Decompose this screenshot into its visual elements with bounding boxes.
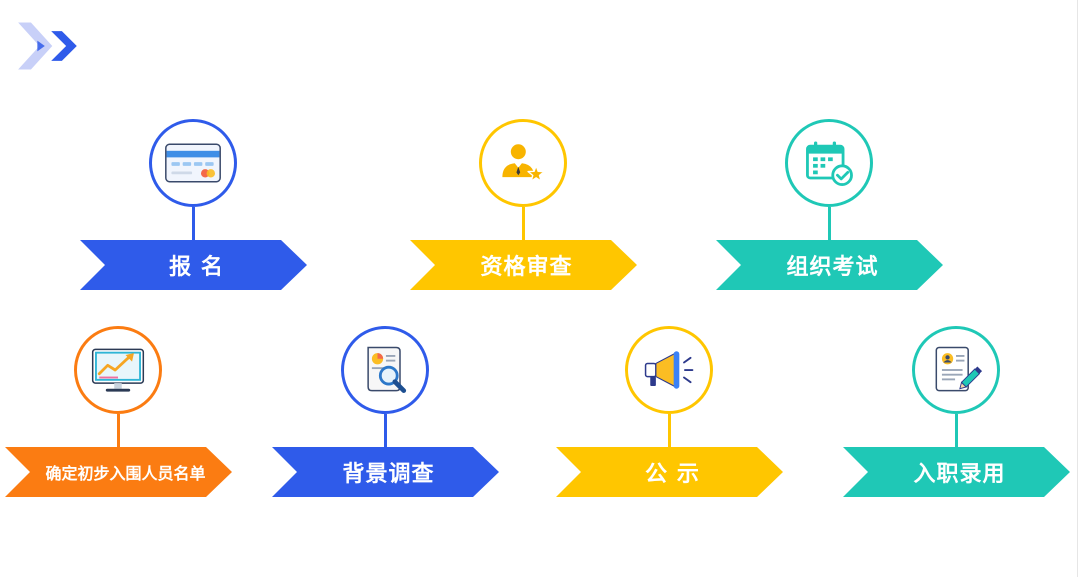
step-onboarding: 入职录用: [843, 326, 1070, 497]
step-arrow-banner: 入职录用: [843, 447, 1070, 497]
step-arrow-banner: 公 示: [556, 447, 783, 497]
step-icon-circle: [625, 326, 713, 414]
resume-pencil-icon: [935, 346, 983, 392]
right-edge-divider: [1077, 0, 1078, 577]
step-icon-circle: [785, 119, 873, 207]
arrow-banner-shape: [843, 447, 1070, 497]
step-connector: [668, 414, 671, 447]
step-label: 公 示: [645, 462, 700, 487]
step-connector: [828, 207, 831, 240]
step-arrow-banner: 组织考试: [716, 240, 943, 290]
calendar-check-icon: [806, 141, 853, 186]
document-search-icon: [367, 346, 407, 393]
arrow-banner-shape: [716, 240, 943, 290]
step-public-notice: 公 示: [556, 326, 783, 497]
arrow-banner-shape: [5, 447, 232, 497]
step-arrow-banner: 报 名: [80, 240, 307, 290]
step-registration: 报 名: [80, 119, 307, 290]
megaphone-icon: [644, 351, 694, 389]
double-chevron-icon: [18, 22, 77, 70]
step-shortlist: 确定初步入围人员名单: [5, 326, 232, 497]
step-connector: [955, 414, 958, 447]
arrow-banner-shape: [80, 240, 307, 290]
step-icon-circle: [74, 326, 162, 414]
step-connector: [117, 414, 120, 447]
person-star-icon: [502, 144, 545, 182]
monitor-chart-icon: [91, 348, 145, 392]
step-label: 确定初步入围人员名单: [45, 464, 206, 483]
logo-dark-chevron: [51, 31, 77, 61]
step-arrow-banner: 资格审查: [410, 240, 637, 290]
step-arrow-banner: 背景调查: [272, 447, 499, 497]
step-icon-circle: [341, 326, 429, 414]
step-label: 资格审查: [480, 255, 573, 280]
step-background-check: 背景调查: [272, 326, 499, 497]
step-organize-exam: 组织考试: [716, 119, 943, 290]
step-label: 背景调查: [342, 462, 435, 487]
arrow-banner-shape: [556, 447, 783, 497]
step-arrow-banner: 确定初步入围人员名单: [5, 447, 232, 497]
step-connector: [192, 207, 195, 240]
arrow-banner-shape: [410, 240, 637, 290]
step-qualification-review: 资格审查: [410, 119, 637, 290]
logo-light-chevron: [18, 22, 53, 70]
step-icon-circle: [912, 326, 1000, 414]
step-label: 报 名: [169, 255, 224, 280]
step-connector: [522, 207, 525, 240]
step-icon-circle: [479, 119, 567, 207]
logo-inner-triangle: [37, 40, 45, 52]
step-label: 组织考试: [786, 255, 879, 280]
step-connector: [384, 414, 387, 447]
logo: [16, 20, 80, 72]
credit-card-icon: [165, 143, 221, 183]
arrow-banner-shape: [272, 447, 499, 497]
step-label: 入职录用: [913, 462, 1006, 487]
step-icon-circle: [149, 119, 237, 207]
